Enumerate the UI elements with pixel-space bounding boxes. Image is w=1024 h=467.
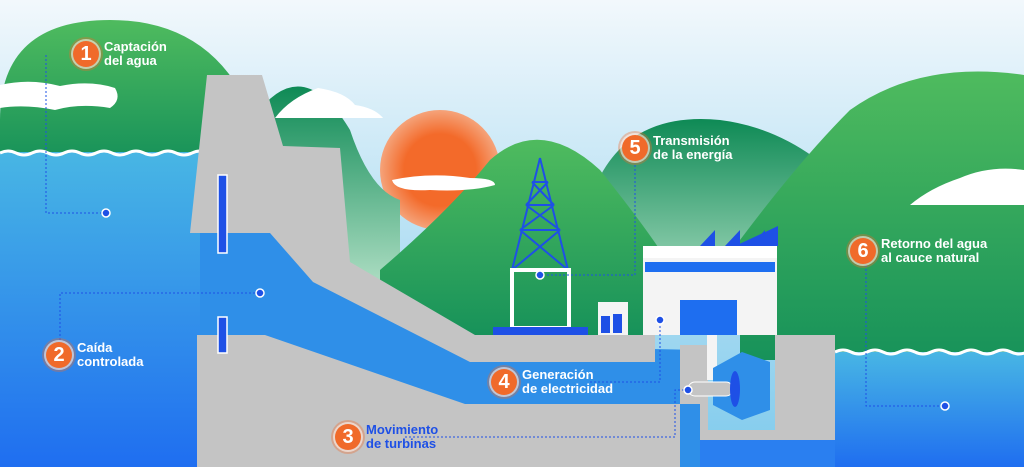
cloud [0,81,118,110]
hill-left [0,20,250,160]
step-label-line2: de la energía [653,147,733,162]
cloud [392,175,495,191]
intake-gate [217,174,228,254]
step-label-line1: Movimiento [366,422,439,437]
reservoir-wave [0,149,209,157]
step-label-line1: Caída [77,340,113,355]
lower-gate [217,316,228,354]
step-label-line2: de electricidad [522,381,614,396]
step-number-badge: 6 [850,238,876,264]
dam-upper [190,75,655,362]
step-label-line2: del agua [104,53,157,68]
turbine-shaft [687,381,734,397]
transmission-tower [511,157,569,271]
generator [680,300,737,335]
turbine-housing [713,352,770,420]
step-label-line1: Transmisión [653,133,730,148]
step-number-badge: 3 [335,424,361,450]
step-number-badge: 2 [46,342,72,368]
tailrace-water [700,440,835,467]
reservoir-water [0,152,200,467]
step-number-badge: 1 [73,41,99,67]
step-number-badge: 5 [622,135,648,161]
step-label-line2: controlada [77,354,144,369]
leader-dots [101,208,950,411]
step-label-line2: al cauce natural [881,250,980,265]
leader-lines [45,55,945,438]
cloud [275,88,383,118]
cloud [910,168,1024,205]
tower-base [493,327,588,335]
step-label-line1: Captación [104,39,167,54]
river-water [835,352,1024,467]
powerhouse-roof [700,226,778,246]
step-number-badge: 4 [491,369,517,395]
step-label-line2: de turbinas [366,436,437,451]
step-label-line1: Generación [522,367,594,382]
step-label-line1: Retorno del agua [881,236,988,251]
hill-right [740,71,1024,361]
turbine-blade [730,371,740,407]
river-wave [834,348,1024,356]
